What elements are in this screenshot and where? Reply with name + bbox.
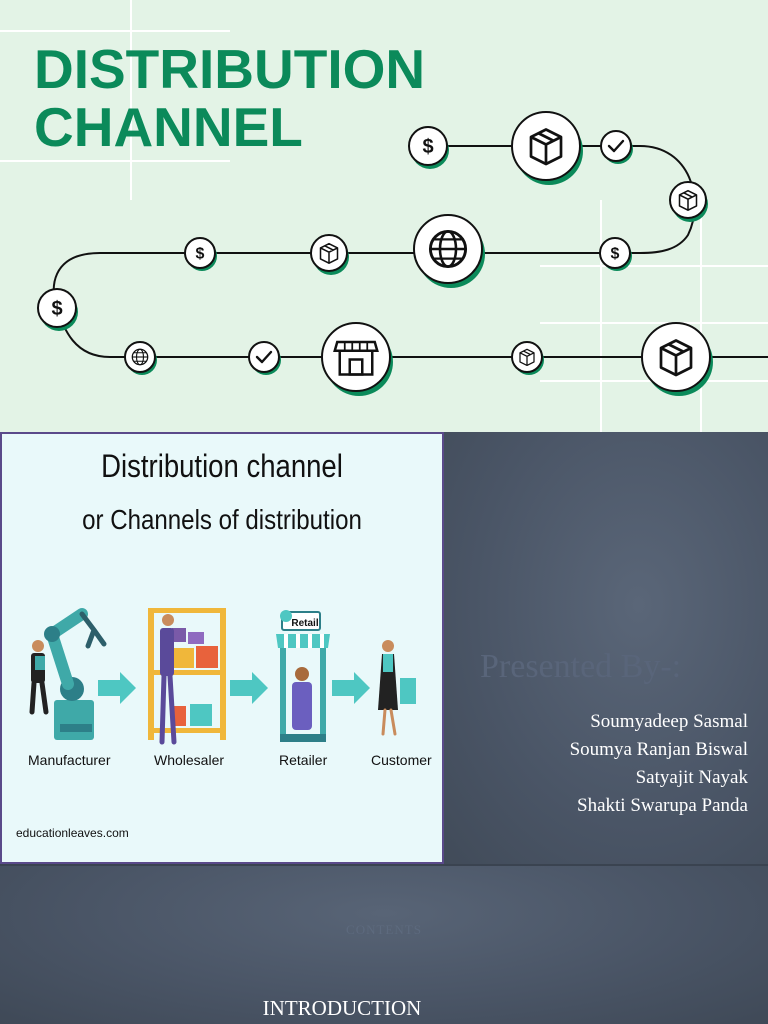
worker-icon	[29, 640, 49, 715]
page-title: DISTRIBUTION CHANNEL	[34, 40, 425, 156]
presenter-name: Shakti Swarupa Panda	[577, 795, 748, 816]
arrow-icon	[230, 672, 268, 704]
route-node-dollar-4	[37, 288, 78, 331]
presenter-name: Soumyadeep Sasmal	[590, 711, 748, 732]
contents-heading: CONTENTS	[346, 922, 422, 937]
arrow-icon	[98, 672, 136, 704]
source-credit: educationleaves.com	[16, 826, 129, 840]
supply-chain-figure: Retail	[29, 608, 416, 745]
route-node-check-2	[248, 341, 281, 375]
title-line-1: DISTRIBUTION	[34, 38, 426, 100]
contents-slide: CONTENTS INTRODUCTION	[0, 864, 768, 1024]
route-node-check-1	[600, 130, 633, 164]
route-node-box-3	[310, 234, 349, 275]
route-node-box-2	[669, 181, 708, 222]
presenter-name: Soumya Ranjan Biswal	[569, 739, 748, 760]
presenter-name: Satyajit Nayak	[635, 767, 748, 788]
warehouse-shelf-icon	[148, 608, 226, 745]
route-node-store	[321, 322, 393, 396]
retail-sign: Retail	[291, 618, 318, 629]
stage-label-customer: Customer	[371, 752, 432, 768]
illustration-subtitle: or Channels of distribution	[82, 504, 362, 535]
distribution-channel-illustration: Retail Distribution channel or Channels …	[0, 432, 444, 864]
presenter-panel: Presented By-: Soumyadeep Sasmal Soumya …	[444, 432, 768, 864]
route-node-globe-2	[124, 341, 157, 375]
robot-arm-icon	[44, 608, 107, 740]
presenter-list: Soumyadeep Sasmal Soumya Ranjan Biswal S…	[570, 708, 748, 820]
route-node-globe-1	[413, 214, 485, 288]
arrow-icon	[332, 672, 370, 704]
stage-label-retailer: Retailer	[279, 752, 328, 768]
title-line-2: CHANNEL	[34, 96, 303, 158]
route-node-dollar-3	[184, 237, 217, 271]
route-node-box-1	[511, 111, 583, 185]
contents-item-introduction: INTRODUCTION	[262, 996, 422, 1020]
distribution-route: $	[37, 111, 768, 396]
retail-store-icon: Retail	[276, 610, 330, 742]
presented-by-heading: Presented By-:	[480, 648, 682, 685]
route-node-dollar-2	[599, 237, 632, 271]
title-banner: DISTRIBUTION CHANNEL $	[0, 0, 768, 432]
customer-icon	[378, 640, 416, 736]
route-node-box-5	[641, 322, 713, 396]
stage-label-wholesaler: Wholesaler	[154, 752, 225, 768]
illustration-title: Distribution channel	[101, 448, 343, 484]
stage-label-manufacturer: Manufacturer	[28, 752, 111, 768]
route-node-dollar-1	[408, 126, 449, 169]
route-node-box-4	[511, 341, 544, 375]
